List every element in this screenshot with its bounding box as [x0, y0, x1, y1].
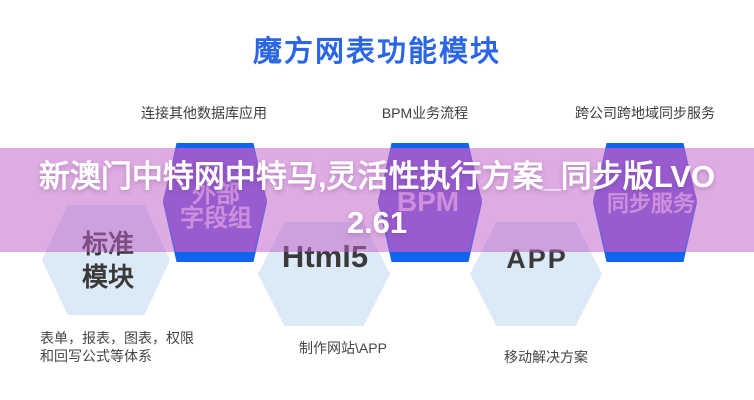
overlay-text-line2: 2.61	[346, 205, 408, 240]
module-label-sync-service: 跨公司跨地域同步服务	[575, 105, 715, 121]
label-line: 模块	[81, 262, 135, 292]
caption-standard-module: 表单，报表，图表，权限 和回写公式等体系	[40, 329, 194, 365]
overlay-banner-text: 新澳门中特网中特马,灵活性执行方案_同步版LVO 2.61	[0, 154, 754, 246]
caption-html5: 制作网站\APP	[299, 339, 387, 357]
module-label-bpm-flow: BPM业务流程	[381, 105, 469, 121]
module-label-database-apps: 连接其他数据库应用	[141, 105, 267, 121]
caption-line: 和回写公式等体系	[40, 348, 152, 364]
caption-line: 移动解决方案	[504, 349, 588, 365]
caption-app: 移动解决方案	[504, 348, 588, 366]
caption-line: 制作网站\APP	[299, 340, 387, 356]
page-title: 魔方网表功能模块	[252, 36, 501, 68]
overlay-text-line1: 新澳门中特网中特马,灵活性执行方案_同步版LVO	[38, 159, 716, 194]
caption-line: 表单，报表，图表，权限	[40, 330, 194, 346]
overlay-banner	[0, 148, 754, 252]
